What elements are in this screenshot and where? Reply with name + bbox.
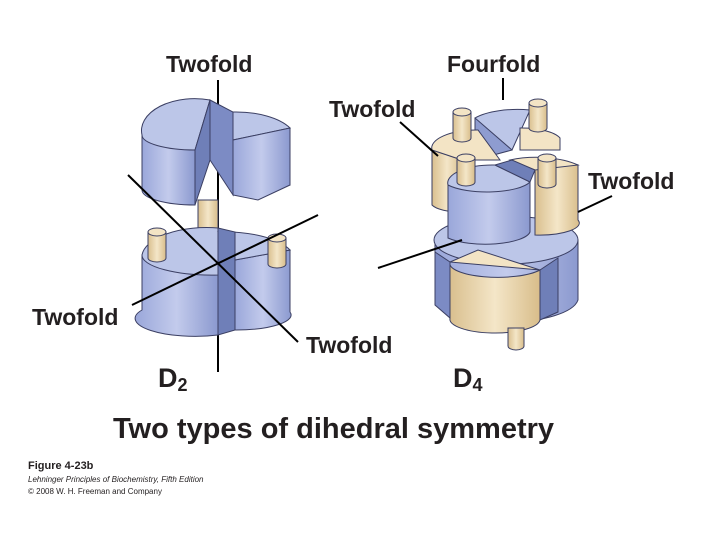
d2-top-subunits [141,98,292,206]
book-title: Lehninger Principles of Biochemistry, Fi… [28,475,204,484]
d4-complex [377,78,613,351]
d4-axis-upper-left [399,121,439,157]
d4-left-twofold-label: Twofold [329,96,416,122]
d2-bottom-left-half [134,254,219,337]
d2-diagonal-axis-a [127,174,299,343]
d2-symbol: D2 [158,363,188,395]
d4-bottom-cream-subunit [449,261,541,334]
d4-fourfold-label: Fourfold [447,51,541,77]
d4-symbol: D4 [453,363,483,395]
d4-top-back-cream [519,127,561,151]
d4-pegs [452,98,557,189]
figure-number: Figure 4-23b [28,460,94,472]
d2-complex [127,80,319,372]
d2-diagonal-axis-b [131,214,319,306]
d4-right-twofold-label: Twofold [588,168,675,194]
copyright-line: © 2008 W. H. Freeman and Company [28,487,162,496]
d4-axis-right [577,195,613,213]
d2-left-twofold-label: Twofold [32,304,119,330]
d4-top-subunits [431,108,580,245]
d2-top-twofold-label: Twofold [166,51,253,77]
d2-top-left-half [141,134,196,206]
d2-pegs [147,227,287,269]
caption-title: Two types of dihedral symmetry [113,413,555,445]
d4-axis-left [377,239,463,269]
d2-right-twofold-label: Twofold [306,332,393,358]
d4-top-front-blue [447,181,531,245]
